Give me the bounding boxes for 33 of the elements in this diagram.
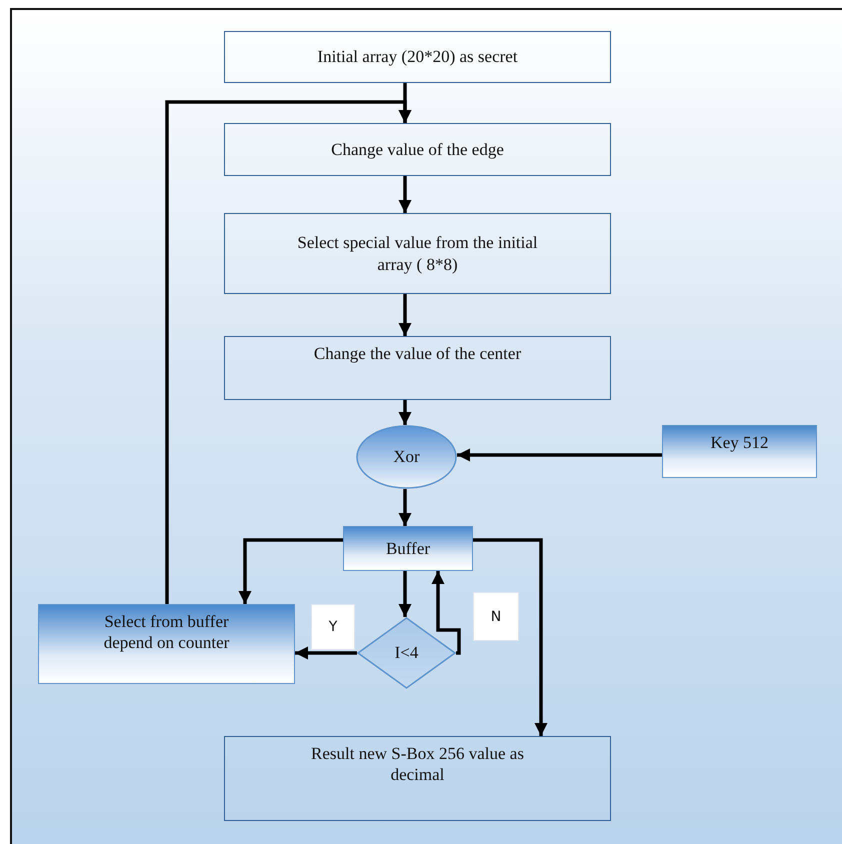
process-box [662, 425, 817, 478]
arrow [398, 294, 412, 336]
arrow [398, 489, 412, 526]
node-text: Xor [393, 446, 420, 468]
arrow [295, 646, 357, 660]
process-box [38, 604, 295, 684]
node-text: Change the value of the center [314, 343, 522, 364]
edge-label: Y [311, 604, 355, 650]
process-box [224, 213, 611, 294]
arrow [457, 448, 662, 462]
arrow [432, 571, 461, 655]
edge-label: N [473, 592, 519, 641]
node-text: Change value of the edge [331, 138, 504, 160]
process-box [343, 526, 473, 571]
node-text: I<4 [394, 642, 418, 664]
operation-ellipse [356, 425, 457, 489]
process-box [224, 736, 611, 821]
arrow [165, 100, 412, 604]
node-text: Initial array (20*20) as secret [317, 46, 518, 68]
node-text: Select special value from the initial array ( 8*8) [296, 232, 539, 275]
process-box [224, 123, 611, 176]
arrow [398, 176, 412, 213]
process-box [224, 31, 611, 83]
arrow [398, 571, 412, 617]
node-text: Result new S-Box 256 value as decimal [310, 743, 525, 786]
node-text: Buffer [386, 538, 430, 560]
decision-diamond [357, 617, 456, 689]
arrow [238, 538, 343, 604]
process-box [224, 336, 611, 400]
node-text: Select from buffer depend on counter [102, 611, 230, 654]
node-text: Key 512 [710, 432, 769, 454]
arrow [473, 538, 548, 736]
arrow [398, 400, 412, 425]
